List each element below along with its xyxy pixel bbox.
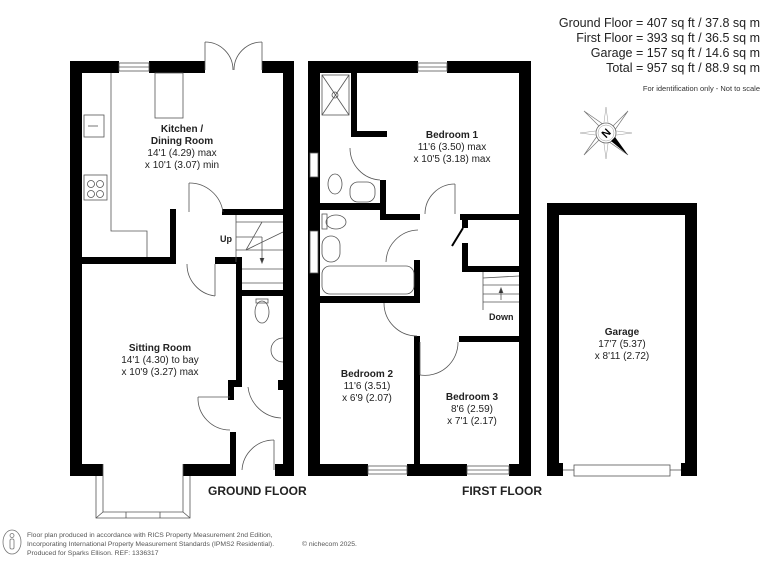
ground-floor-fixtures: [83, 41, 284, 519]
room-bedroom-2: Bedroom 2 11'6 (3.51) x 6'9 (2.07): [340, 369, 394, 404]
room-bedroom-1: Bedroom 1 11'6 (3.50) max x 10'5 (3.18) …: [413, 130, 491, 165]
area-garage: Garage = 157 sq ft / 14.6 sq m: [590, 46, 760, 60]
copyright: © nichecom 2025.: [302, 541, 357, 548]
info-person-icon: [2, 529, 22, 555]
area-summary: Ground Floor = 407 sq ft / 37.8 sq m Fir…: [559, 16, 760, 96]
north-compass-icon: N: [579, 106, 633, 160]
garage-walls: [547, 203, 697, 477]
stairs-up-label: Up: [220, 234, 232, 244]
room-garage: Garage 17'7 (5.37) x 8'11 (2.72): [594, 327, 650, 362]
ground-floor-walls: [70, 61, 294, 476]
area-first-floor: First Floor = 393 sq ft / 36.5 sq m: [576, 31, 760, 45]
room-kitchen-dining: Kitchen / Dining Room 14'1 (4.29) max x …: [144, 124, 220, 171]
scale-note: For identification only - Not to scale: [642, 84, 760, 93]
ground-floor-title: GROUND FLOOR: [208, 484, 307, 498]
stairs-down-label: Down: [489, 312, 514, 322]
room-sitting-room: Sitting Room 14'1 (4.30) to bay x 10'9 (…: [121, 343, 199, 378]
area-ground-floor: Ground Floor = 407 sq ft / 37.8 sq m: [558, 16, 760, 30]
footer-disclaimer: Floor plan produced in accordance with R…: [27, 532, 357, 557]
room-bedroom-3: Bedroom 3 8'6 (2.59) x 7'1 (2.17): [445, 392, 499, 427]
area-total: Total = 957 sq ft / 88.9 sq m: [606, 61, 760, 75]
first-floor-fixtures: [309, 62, 520, 475]
first-floor-title: FIRST FLOOR: [462, 484, 542, 498]
